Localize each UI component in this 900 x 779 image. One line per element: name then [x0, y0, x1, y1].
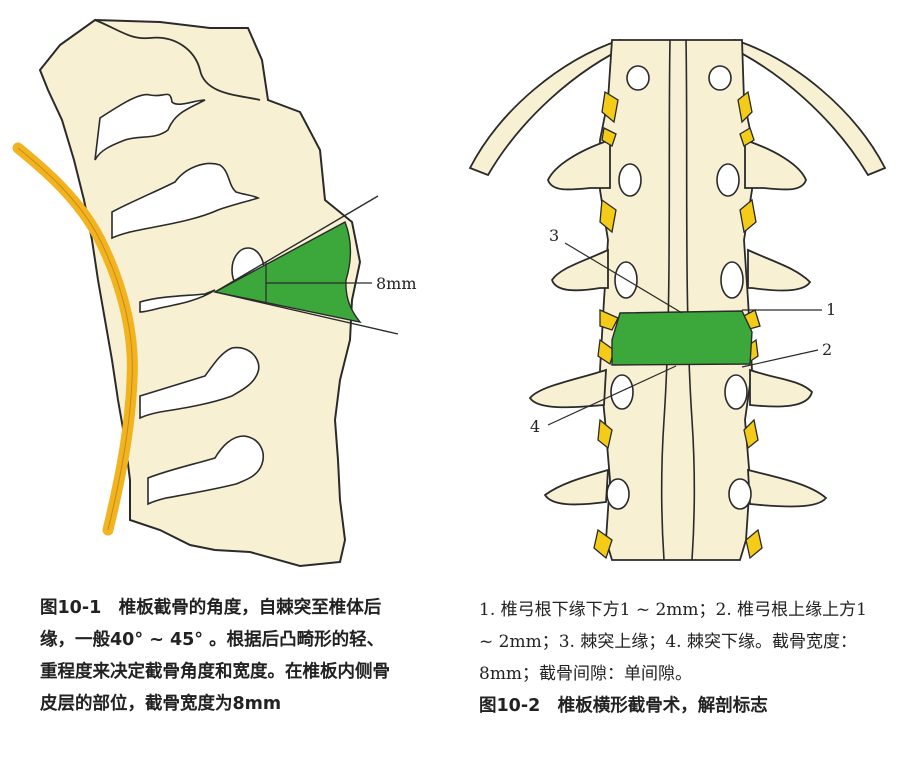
- cut-line-upper: [214, 195, 379, 293]
- marker-1: 1: [826, 300, 836, 319]
- left-sagittal-diagram: 8mm: [12, 18, 417, 568]
- marker-4: 4: [530, 417, 540, 436]
- osteotomy-wedge: [212, 221, 362, 324]
- osteotomy-band: [611, 310, 753, 366]
- right-caption-title: 图10-2 椎板横形截骨术，解剖标志: [479, 696, 768, 716]
- leader-2: [741, 349, 819, 368]
- marker-2: 2: [822, 340, 832, 359]
- facet-gap-2: [111, 162, 261, 240]
- facet-gap-5: [147, 435, 264, 506]
- leader-4: [547, 365, 677, 426]
- facet-gap-1: [94, 93, 206, 161]
- transverse-processes: [528, 138, 828, 508]
- marker-3: 3: [549, 226, 559, 245]
- ligament-edge: [17, 147, 133, 531]
- left-caption: 图10-1 椎板截骨的角度，自棘突至椎体后缘，一般40° ~ 45° 。根据后凸…: [40, 598, 390, 714]
- spinous-outline: [94, 19, 261, 101]
- leader-3: [564, 242, 683, 314]
- facet-gap-4: [139, 346, 260, 420]
- facet-gap-3: [139, 289, 216, 313]
- right-posterior-diagram: 3 1 2 4: [468, 39, 887, 561]
- cut-line-lower: [214, 291, 399, 335]
- measure-label-8mm: 8mm: [376, 274, 417, 293]
- right-caption-body: 1. 椎弓根下缘下方1 ~ 2mm；2. 椎弓根上缘上方1 ~ 2mm；3. 棘…: [479, 600, 867, 684]
